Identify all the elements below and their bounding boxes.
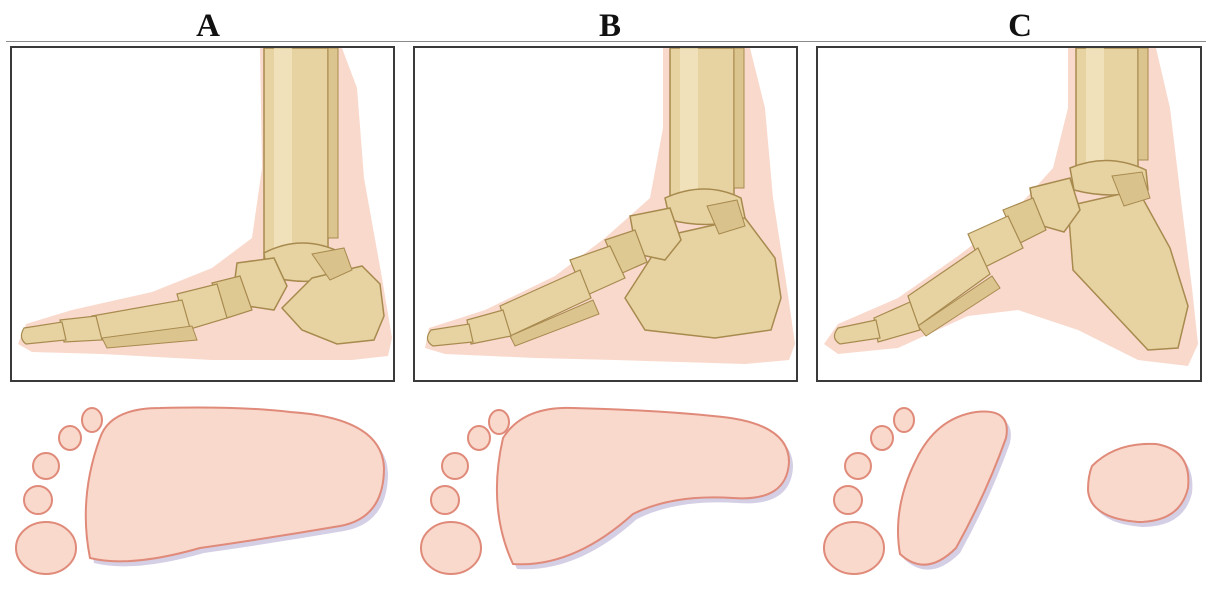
panel-b-normal-arch xyxy=(413,46,798,382)
foot-skeleton-flat-icon xyxy=(12,48,393,380)
label-b: B xyxy=(590,8,630,44)
foot-skeleton-high-arch-icon xyxy=(818,48,1200,380)
footprint-b xyxy=(413,398,803,584)
footprint-a xyxy=(10,398,400,584)
label-a: A xyxy=(188,8,228,44)
label-c: C xyxy=(1000,8,1040,44)
footprint-flat-icon xyxy=(10,398,400,584)
footprint-c xyxy=(816,398,1206,584)
foot-skeleton-normal-icon xyxy=(415,48,796,380)
footprint-normal-icon xyxy=(413,398,803,584)
footprint-high-arch-icon xyxy=(816,398,1206,584)
panel-c-high-arch xyxy=(816,46,1202,382)
panel-a-flat-foot xyxy=(10,46,395,382)
